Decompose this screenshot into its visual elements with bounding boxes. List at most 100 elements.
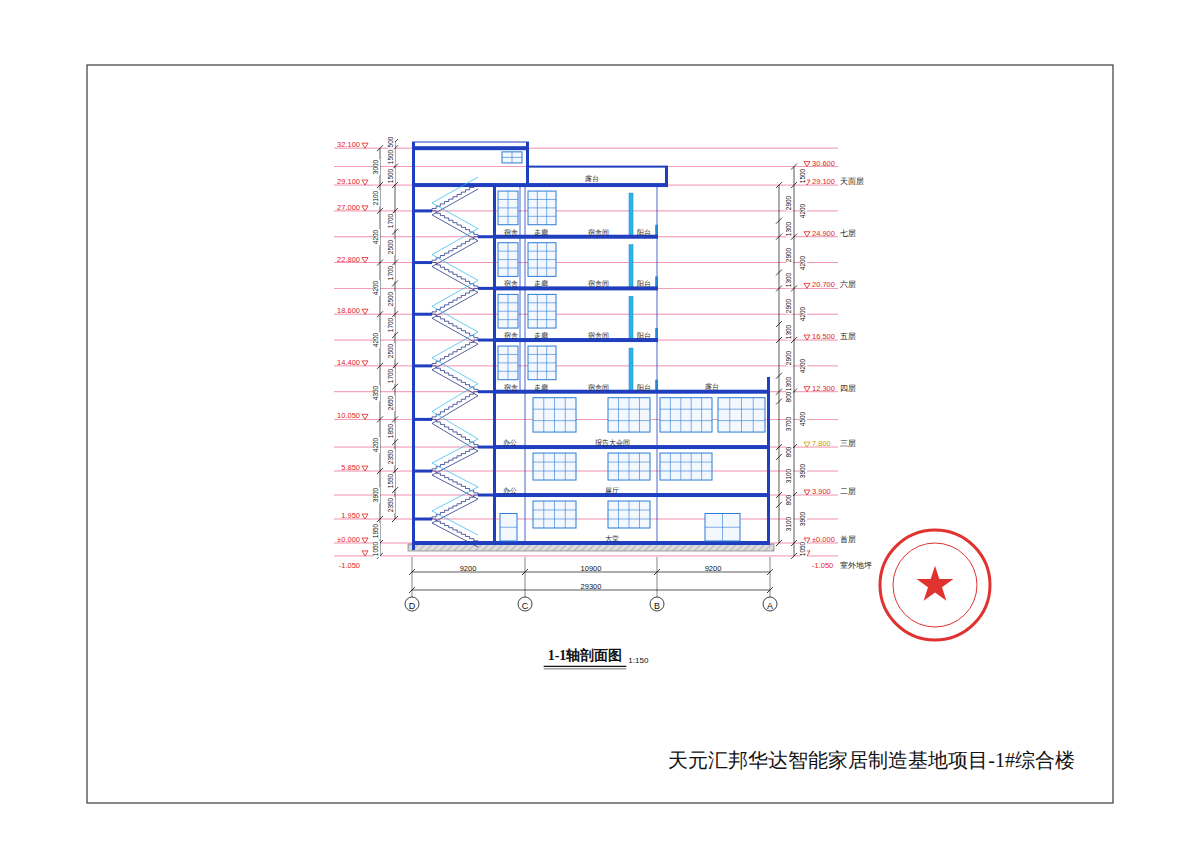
elevation-value: 24.900 xyxy=(812,230,835,238)
window-transom xyxy=(498,259,518,260)
elevation-symbol xyxy=(362,414,368,419)
dimension-value: 3900 xyxy=(800,511,807,527)
dimension-tick xyxy=(776,492,782,498)
window-transom xyxy=(528,251,556,252)
dimension-tick xyxy=(409,587,415,593)
stair-railing xyxy=(432,358,478,384)
seal-ring xyxy=(893,543,977,627)
dimension-value: 9200 xyxy=(460,565,477,573)
label-anchor: 29.100 xyxy=(812,171,835,187)
room-name: 阳台 xyxy=(637,230,651,237)
elevation-symbol xyxy=(362,551,368,556)
elevation-value: 29.100 xyxy=(337,178,360,186)
project-title: 天元汇邦华达智能家居制造基地项目-1#综合楼 xyxy=(668,750,1075,771)
stair-stringer xyxy=(432,344,478,370)
label-anchor: 宿舍间 xyxy=(588,222,609,238)
stair-railing xyxy=(432,229,478,255)
floor-name: 二层 xyxy=(840,488,856,496)
label-anchor: 18.600 xyxy=(337,300,360,316)
dimension-value: 1850 xyxy=(388,423,395,439)
dimension-value: 1700 xyxy=(388,316,395,332)
floor-slab xyxy=(495,338,658,342)
window-mullion xyxy=(729,398,730,432)
label-anchor: 走廊 xyxy=(534,377,548,393)
window xyxy=(528,294,556,328)
axis-label: C xyxy=(522,602,529,611)
stair-stringer xyxy=(432,370,478,396)
elevation-symbol xyxy=(362,361,368,366)
stair-stringer xyxy=(432,451,478,475)
room-name: 阳台 xyxy=(637,281,651,288)
parapet xyxy=(528,166,668,168)
elevation-value: 3.900 xyxy=(812,488,831,496)
label-anchor: 3100 xyxy=(778,468,794,484)
label-anchor: 办公 xyxy=(503,480,517,496)
dimension-value: 9200 xyxy=(705,565,722,573)
dimension-value: 3100 xyxy=(786,468,793,484)
balcony-door xyxy=(629,296,633,340)
elevation-value: 29.100 xyxy=(812,178,835,186)
window-mullion xyxy=(639,398,640,432)
dimension-value: 10900 xyxy=(581,565,602,573)
label-anchor: 4200 xyxy=(792,254,808,270)
elevation-symbol xyxy=(804,387,810,392)
dimension-value: 3900 xyxy=(373,487,380,503)
floor-slab xyxy=(495,235,658,239)
floor-name: 四层 xyxy=(840,385,856,393)
label-anchor: 29300 xyxy=(581,576,602,592)
window-transom xyxy=(498,302,518,303)
dimension-value: 4200 xyxy=(373,280,380,296)
partition-wall xyxy=(520,288,521,340)
room-name: 宿舍间 xyxy=(588,385,609,392)
label-anchor: 四层 xyxy=(840,378,856,394)
label-anchor: 1300 xyxy=(778,375,794,391)
dimension-tick xyxy=(767,587,773,593)
stair-railing xyxy=(432,203,478,229)
label-anchor: 1:150 xyxy=(628,650,648,666)
window-transom xyxy=(498,251,518,252)
stair-landing xyxy=(478,494,493,497)
column-line xyxy=(657,392,658,543)
exterior-wall xyxy=(412,142,415,550)
label-anchor: 7.800 xyxy=(812,433,831,449)
dimension-value: 2500 xyxy=(388,342,395,358)
dimension-tick xyxy=(377,516,383,522)
label-anchor: 1500 xyxy=(792,168,808,184)
window xyxy=(533,398,576,432)
window-transom xyxy=(498,362,518,363)
room-name: 阳台 xyxy=(637,385,651,392)
label-anchor: 2350 xyxy=(380,448,396,464)
level-line xyxy=(334,555,838,556)
window-mullion xyxy=(639,501,640,528)
room-name: 宿舍间 xyxy=(588,281,609,288)
dimension-tick xyxy=(791,164,797,170)
window-transom xyxy=(498,371,518,372)
dimension-tick xyxy=(791,182,797,188)
label-anchor: A xyxy=(767,596,773,612)
balcony-edge xyxy=(657,185,658,392)
axis-line xyxy=(770,557,771,597)
level-line xyxy=(334,166,838,167)
stair-railing xyxy=(432,411,478,439)
elevation-symbol xyxy=(362,258,368,263)
dimension-value: 1300 xyxy=(786,375,793,391)
elevation-symbol xyxy=(362,143,368,148)
room-name: 走廊 xyxy=(534,333,548,340)
window-mullion xyxy=(753,398,754,432)
window-transom xyxy=(608,510,650,511)
dimension-value: 1300 xyxy=(786,324,793,340)
label-anchor: 阳台 xyxy=(637,377,651,393)
label-anchor: 3000 xyxy=(365,158,381,174)
window-transom xyxy=(533,409,576,410)
floor-name: 天面层 xyxy=(840,178,864,186)
label-anchor: -1.050 xyxy=(339,555,360,571)
stair-stringer xyxy=(432,292,478,318)
window-transom xyxy=(528,302,556,303)
dimension-tick xyxy=(776,540,782,546)
label-anchor: 800 xyxy=(778,390,794,403)
label-anchor: 4200 xyxy=(792,358,808,374)
window xyxy=(608,453,650,480)
window-mullion xyxy=(565,501,566,528)
axis-label: A xyxy=(767,602,773,611)
window-mullion xyxy=(565,398,566,432)
